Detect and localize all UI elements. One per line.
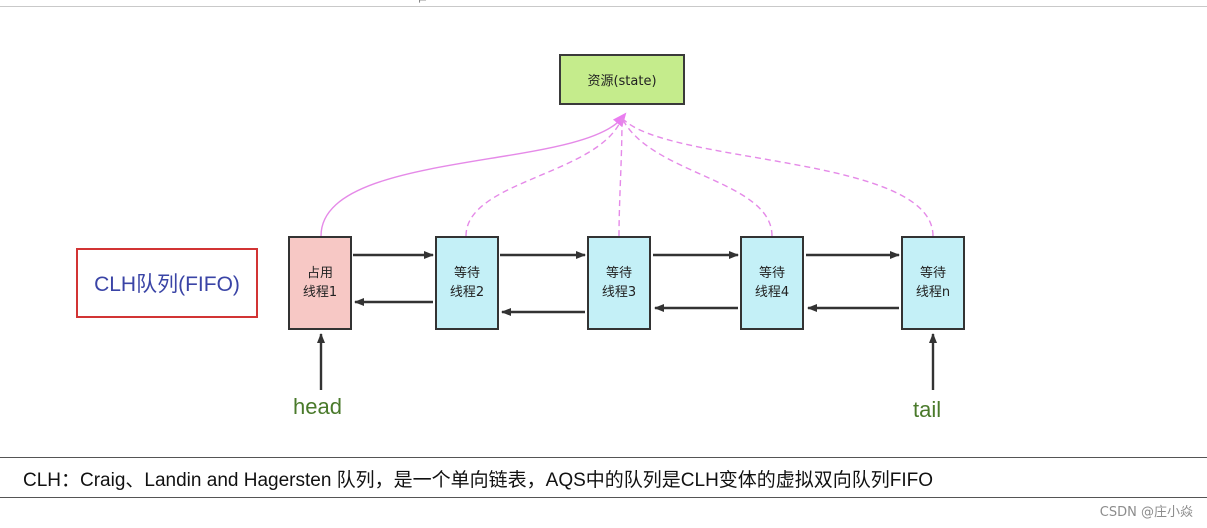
node-status-label: 等待 (605, 266, 632, 281)
tail-pointer-label: tail (913, 397, 942, 422)
node-status-label: 等待 (919, 266, 946, 281)
curve-noden-to-resource (621, 117, 934, 237)
head-pointer-label: head (293, 394, 342, 419)
node-thread-label: 线程4 (754, 285, 790, 300)
caption-bottom-divider (0, 497, 1207, 498)
watermark: CSDN @庄小焱 (1099, 505, 1193, 520)
thread-node-3: 等待 线程3 (587, 236, 651, 330)
clh-queue-label-box: CLH队列(FIFO) (76, 248, 258, 318)
top-divider (0, 6, 1207, 7)
node-status-label: 占用 (306, 266, 333, 281)
cursor-icon: ⌐ (418, 0, 428, 7)
caption-top-divider (0, 457, 1207, 458)
curve-node1-to-resource (320, 112, 627, 237)
node-thread-label: 线程3 (601, 285, 637, 300)
curve-node3-to-resource (618, 117, 623, 237)
resource-label: 资源(state) (587, 74, 657, 89)
thread-node-2: 等待 线程2 (435, 236, 499, 330)
curve-node4-to-resource (621, 117, 773, 237)
node-thread-label: 线程2 (449, 285, 485, 300)
thread-node-4: 等待 线程4 (740, 236, 804, 330)
node-status-label: 等待 (453, 266, 480, 281)
thread-node-n: 等待 线程n (901, 236, 965, 330)
clh-queue-label: CLH队列(FIFO) (94, 273, 240, 296)
node-thread-label: 线程1 (302, 285, 338, 300)
node-status-label: 等待 (758, 266, 785, 281)
curve-node2-to-resource (465, 117, 623, 237)
thread-node-1: 占用 线程1 (288, 236, 352, 330)
resource-state-box: 资源(state) (559, 54, 685, 105)
node-thread-label: 线程n (915, 285, 951, 300)
caption-text: CLH：Craig、Landin and Hagersten 队列，是一个单向链… (23, 470, 934, 491)
